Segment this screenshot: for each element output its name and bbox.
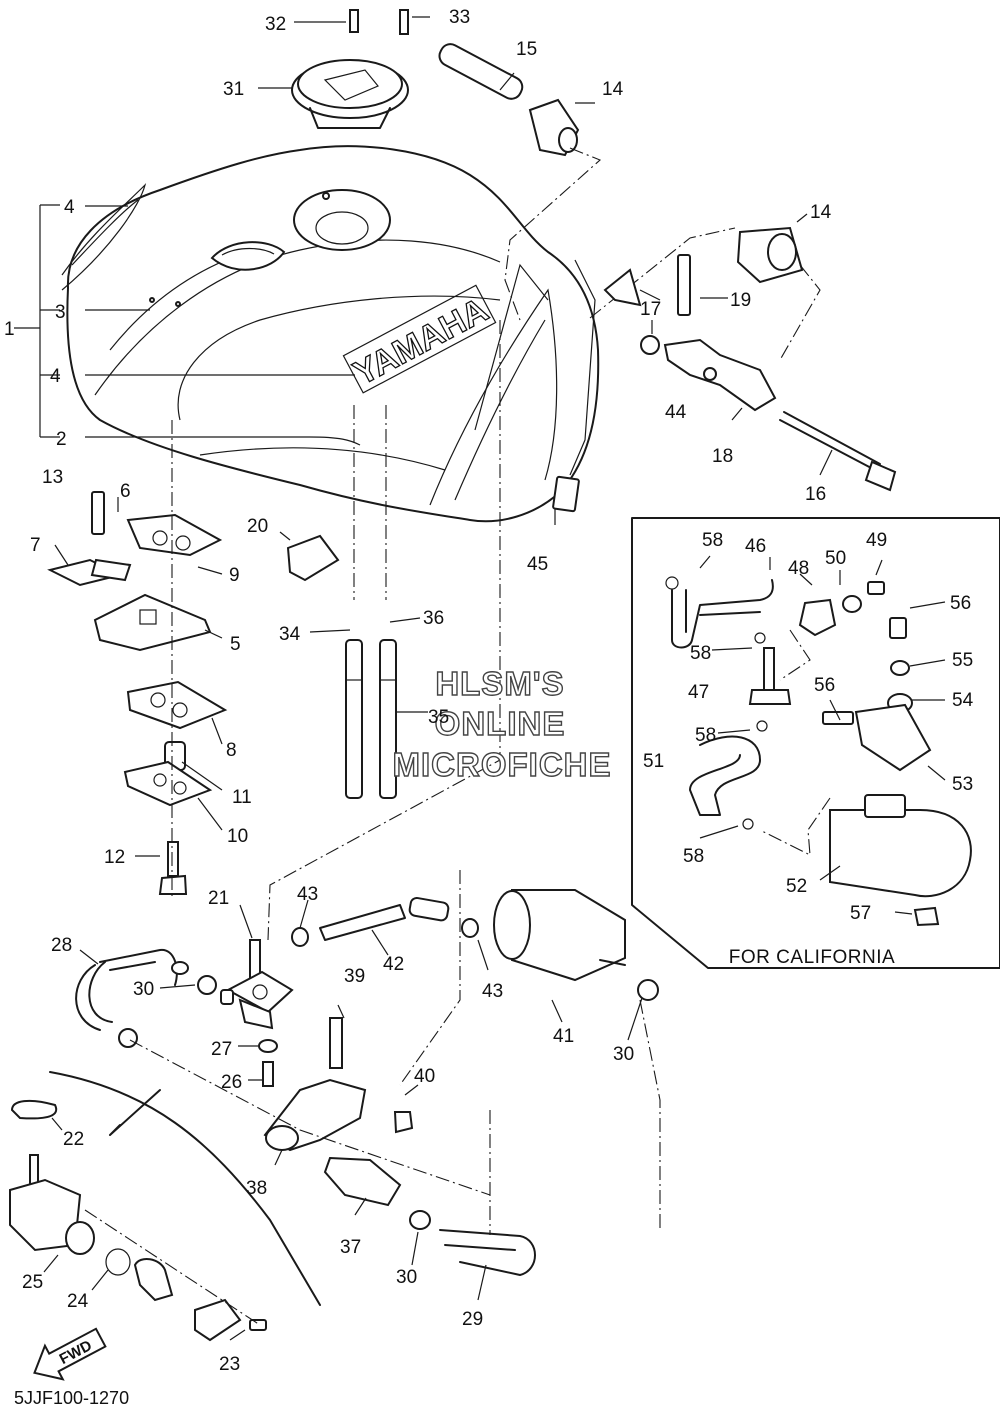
callout-43-b: 43 [482, 981, 503, 1002]
callout-9: 9 [229, 565, 240, 586]
callout-16: 16 [805, 484, 826, 505]
callout-20: 20 [247, 516, 268, 537]
callout-34: 34 [279, 624, 301, 645]
pad-44 [603, 268, 642, 307]
callout-46: 46 [745, 536, 766, 557]
bracket-rear [640, 254, 777, 412]
hose-28 [75, 948, 217, 1048]
callout-30-c: 30 [396, 1267, 417, 1288]
callout-25: 25 [22, 1272, 43, 1293]
callout-39: 39 [344, 966, 365, 987]
watermark: HLSM'S ONLINE MICROFICHE [392, 664, 612, 783]
callout-17: 17 [640, 299, 661, 320]
callout-49: 49 [866, 530, 887, 551]
fuel-cap [291, 9, 409, 129]
rubber-damper-right [736, 226, 804, 284]
callout-23: 23 [219, 1354, 240, 1375]
callout-7: 7 [30, 535, 41, 556]
pump-bracket [263, 1017, 536, 1276]
callout-54: 54 [952, 690, 974, 711]
callout-18: 18 [712, 446, 733, 467]
callout-58-c: 58 [695, 725, 716, 746]
fwd-arrow-icon: FWD [33, 1327, 107, 1381]
callout-13: 13 [42, 467, 63, 488]
callout-47: 47 [688, 682, 709, 703]
callout-4-upper: 4 [64, 197, 75, 218]
callout-45: 45 [527, 554, 548, 575]
callout-33: 33 [449, 7, 470, 28]
fuel-cock-exploded [9, 1099, 267, 1342]
fuel-cock-assembly [220, 939, 294, 1087]
callout-26: 26 [221, 1072, 242, 1093]
callout-37: 37 [340, 1237, 361, 1258]
callout-29: 29 [462, 1309, 483, 1330]
callout-21: 21 [208, 888, 229, 909]
callout-30-b: 30 [613, 1044, 634, 1065]
callout-56-b: 56 [814, 675, 835, 696]
callout-28: 28 [51, 935, 72, 956]
watermark-line-3: MICROFICHE [393, 746, 612, 783]
drain-hoses [345, 639, 397, 799]
callout-4-lower: 4 [50, 366, 61, 387]
callout-labels: 1 2 3 4 4 5 6 7 8 9 10 11 12 13 14 14 15… [4, 7, 974, 1375]
evap-components [665, 576, 972, 927]
bolt-16 [779, 411, 897, 492]
california-inset-frame [631, 517, 1000, 969]
callout-22: 22 [63, 1129, 84, 1150]
callout-24: 24 [67, 1291, 89, 1312]
callout-5: 5 [230, 634, 241, 655]
callout-2: 2 [56, 429, 67, 450]
callout-3: 3 [55, 302, 66, 323]
callout-14-lower: 14 [810, 202, 832, 223]
callout-8: 8 [226, 740, 237, 761]
callout-1: 1 [4, 319, 15, 340]
callout-15: 15 [516, 39, 537, 60]
fuel-tank: YAMAHA [61, 145, 600, 523]
callout-30-a: 30 [133, 979, 154, 1000]
callout-31: 31 [223, 79, 244, 100]
watermark-line-2: ONLINE [435, 705, 566, 742]
callout-57: 57 [850, 903, 871, 924]
diagram-code: 5JJF100-1270 [14, 1388, 129, 1408]
callout-44: 44 [665, 402, 687, 423]
rubber-20 [286, 534, 340, 582]
callout-55: 55 [952, 650, 973, 671]
pad-45 [552, 475, 580, 513]
callout-58-b: 58 [690, 643, 711, 664]
callout-32: 32 [265, 14, 286, 35]
watermark-line-1: HLSM'S [435, 665, 564, 702]
callout-40: 40 [414, 1066, 435, 1087]
callout-53: 53 [952, 774, 973, 795]
callout-27: 27 [211, 1039, 232, 1060]
callout-12: 12 [104, 847, 125, 868]
mount-bracket-stack [47, 491, 228, 895]
callout-43-a: 43 [297, 884, 318, 905]
callout-48: 48 [788, 558, 809, 579]
inset-caption: FOR CALIFORNIA [729, 947, 895, 968]
callout-19: 19 [730, 290, 751, 311]
callout-10: 10 [227, 826, 248, 847]
callout-50: 50 [825, 548, 846, 569]
callout-52: 52 [786, 876, 807, 897]
callout-56-a: 56 [950, 593, 971, 614]
callout-35: 35 [428, 707, 449, 728]
callout-51: 51 [643, 751, 664, 772]
callout-41: 41 [553, 1026, 574, 1047]
callout-42: 42 [383, 954, 404, 975]
callout-58-d: 58 [683, 846, 704, 867]
callout-6: 6 [120, 481, 131, 502]
rubber-damper-upper [438, 43, 580, 157]
hose-42 [291, 889, 659, 1001]
callout-38: 38 [246, 1178, 267, 1199]
callout-14-upper: 14 [602, 79, 624, 100]
callout-58-a: 58 [702, 530, 723, 551]
callout-36: 36 [423, 608, 444, 629]
callout-11: 11 [232, 787, 252, 808]
